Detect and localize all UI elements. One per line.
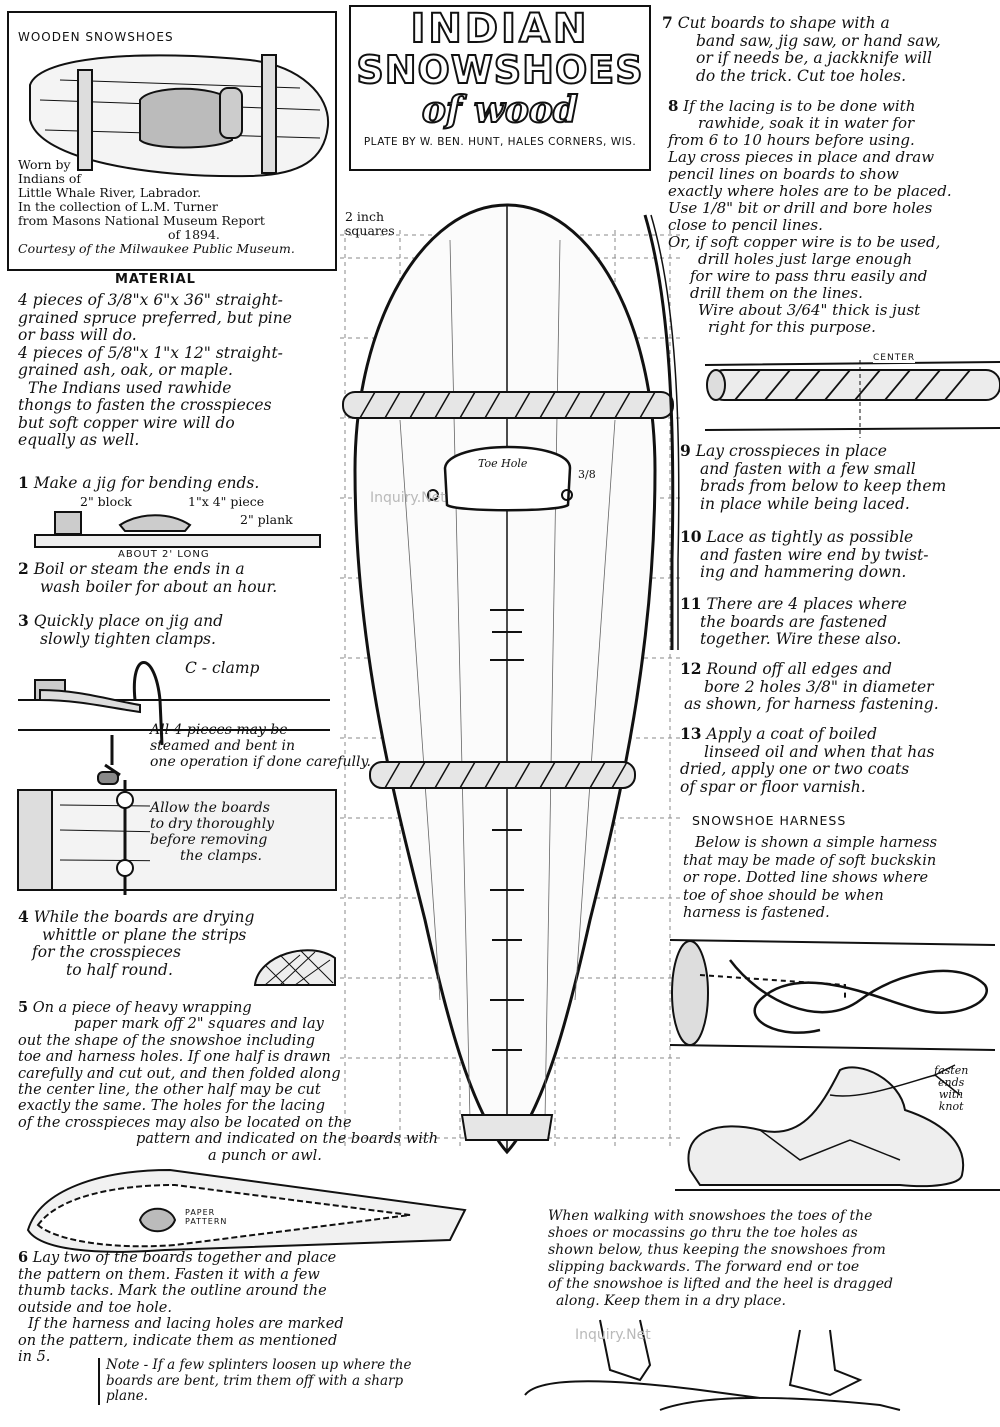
jig-drawing (34, 511, 321, 548)
step-11: 11 There are 4 places where the boards a… (680, 594, 907, 648)
toe-hole (443, 445, 572, 512)
jig-long-label: ABOUT 2' LONG (118, 549, 210, 560)
jig-block-label: 2" block (80, 494, 132, 509)
paper-pattern-label: PAPER PATTERN (185, 1208, 228, 1226)
harness-hole-right (561, 489, 573, 501)
step-10: 10 Lace as tightly as possible and faste… (680, 527, 929, 581)
jig-plank-label: 2" plank (240, 512, 293, 527)
step-8: 8 If the lacing is to be done with rawhi… (668, 97, 952, 336)
harness-heading: SNOWSHOE HARNESS (692, 813, 847, 828)
worn-by-text: Worn by Indians of Little Whale River, L… (18, 157, 295, 256)
step-5: 5 On a piece of heavy wrapping paper mar… (18, 999, 439, 1164)
main-snowshoe (342, 203, 674, 1155)
wooden-snowshoe-illustration (29, 54, 330, 178)
title-line1: INDIAN (410, 6, 590, 52)
squares-label: 2 inch squares (345, 209, 395, 238)
material-text: 4 pieces of 3/8"x 6"x 36" straight- grai… (18, 291, 292, 449)
watermark-2: Inquiry.Net (575, 1327, 651, 1343)
hole-size-label: 3/8 (578, 468, 596, 481)
jig-piece-label: 1"x 4" piece (188, 494, 265, 509)
step-2: 2 Boil or steam the ends in a wash boile… (18, 559, 278, 596)
harness-hole-left (427, 489, 439, 501)
toe-hole-label: Toe Hole (478, 457, 528, 470)
step-3: 3 Quickly place on jig and slowly tighte… (18, 611, 223, 648)
wooden-snowshoes-box (7, 11, 337, 271)
step-1: 1 Make a jig for bending ends. (18, 473, 260, 492)
clamp-drawing (18, 661, 330, 785)
harness-text: Below is shown a simple harness that may… (683, 835, 938, 921)
walking-drawing (524, 1319, 901, 1411)
step-7: 7 Cut boards to shape with a band saw, j… (662, 13, 941, 85)
top-crosspiece (342, 391, 674, 419)
step-9: 9 Lay crosspieces in place and fasten wi… (680, 441, 947, 513)
watermark-1: Inquiry.Net (370, 490, 446, 506)
center-label: CENTER (873, 353, 916, 363)
note-box: Note - If a few splinters loosen up wher… (98, 1357, 471, 1405)
material-heading: MATERIAL (115, 272, 196, 287)
moccasin-drawing (675, 1064, 1000, 1191)
steam-note: All 4 pieces may be steamed and bent in … (150, 722, 371, 770)
board-side-view (643, 214, 675, 650)
title-block: INDIAN SNOWSHOES of wood PLATE BY W. BEN… (350, 6, 650, 148)
step-4: 4 While the boards are drying whittle or… (18, 907, 255, 979)
crosspiece-detail (704, 360, 1000, 438)
harness-drawing (669, 939, 996, 1051)
step-13: 13 Apply a coat of boiled linseed oil an… (680, 724, 935, 796)
bottom-crosspiece (369, 761, 636, 789)
dry-note: Allow the boards to dry thoroughly befor… (150, 800, 330, 864)
plate-credit: PLATE BY W. BEN. HUNT, HALES CORNERS, WI… (363, 136, 637, 148)
step-6: 6 Lay two of the boards together and pla… (18, 1249, 344, 1365)
title-line2: SNOWSHOES (355, 48, 644, 92)
walking-text: When walking with snowshoes the toes of … (548, 1208, 893, 1309)
step-12: 12 Round off all edges and bore 2 holes … (680, 659, 939, 713)
title-box (349, 5, 651, 171)
wooden-snowshoes-label: WOODEN SNOWSHOES (18, 30, 174, 44)
paper-pattern-drawing (26, 1168, 467, 1253)
title-line3: of wood (421, 89, 579, 131)
fasten-note: fasten ends with knot (934, 1064, 969, 1113)
c-clamp-label: C - clamp (185, 659, 260, 677)
